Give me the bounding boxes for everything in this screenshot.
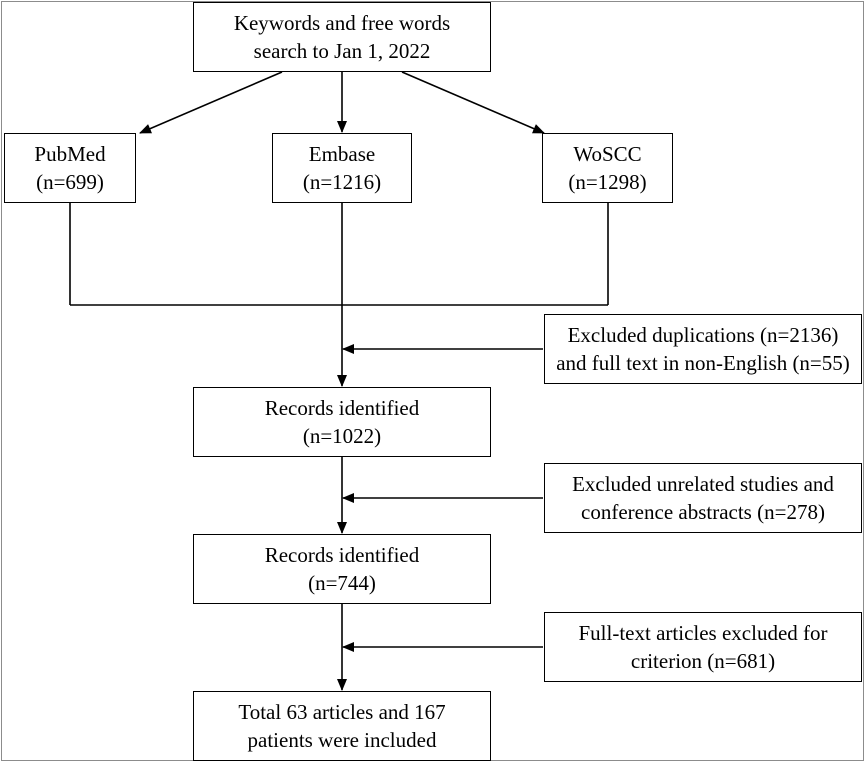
records-box-2: Records identified (n=744) — [193, 534, 491, 604]
exclusion-box-unrelated: Excluded unrelated studies and conferenc… — [544, 463, 862, 533]
exclusion-box-full-text: Full-text articles excluded for criterio… — [544, 612, 862, 682]
source-name: PubMed — [34, 142, 106, 166]
source-name: WoSCC — [573, 142, 642, 166]
records-line-2: (n=1022) — [302, 424, 382, 448]
exclusion-line-2: conference abstracts (n=278) — [581, 500, 825, 524]
exclusion-line-2: and full text in non-English (n=55) — [556, 351, 850, 375]
final-box: Total 63 articles and 167 patients were … — [193, 691, 491, 761]
source-count: (n=699) — [36, 170, 104, 194]
search-box: Keywords and free words search to Jan 1,… — [193, 2, 491, 72]
source-box-woscc: WoSCC (n=1298) — [542, 133, 673, 203]
arrow-search-to-woscc — [401, 71, 545, 134]
records-box-1: Records identified (n=1022) — [193, 387, 491, 457]
arrow-search-to-pubmed — [139, 71, 283, 134]
search-box-line-2: search to Jan 1, 2022 — [253, 39, 431, 63]
records-line-1: Records identified — [264, 543, 420, 567]
source-count: (n=1298) — [568, 170, 647, 194]
exclusion-line-2: criterion (n=681) — [630, 649, 776, 673]
final-line-1: Total 63 articles and 167 — [238, 700, 446, 724]
records-line-2: (n=744) — [308, 571, 376, 595]
final-line-2: patients were included — [247, 728, 437, 752]
source-box-embase: Embase (n=1216) — [272, 133, 412, 203]
source-box-pubmed: PubMed (n=699) — [4, 133, 136, 203]
exclusion-box-duplications: Excluded duplications (n=2136) and full … — [544, 314, 862, 384]
source-name: Embase — [308, 142, 376, 166]
source-count: (n=1216) — [302, 170, 382, 194]
exclusion-line-1: Excluded unrelated studies and — [572, 472, 834, 496]
records-line-1: Records identified — [264, 396, 420, 420]
exclusion-line-1: Full-text articles excluded for — [578, 621, 828, 645]
search-box-line-1: Keywords and free words — [233, 11, 451, 35]
exclusion-line-1: Excluded duplications (n=2136) — [567, 323, 839, 347]
